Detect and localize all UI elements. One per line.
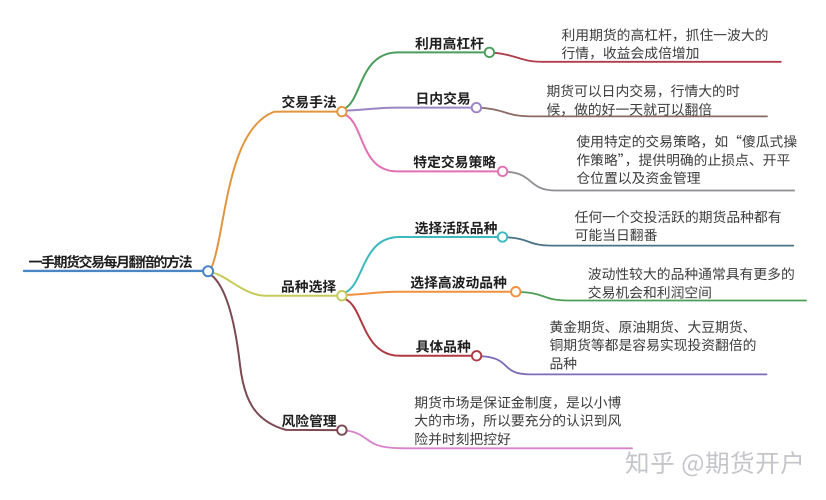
svg-text:选择活跃品种: 选择活跃品种 [415, 217, 498, 237]
svg-text:特定交易策略: 特定交易策略 [413, 151, 496, 171]
svg-text:利用高杠杆: 利用高杠杆 [415, 33, 484, 53]
svg-text:黄金期货、原油期货、大豆期货、铜期货等都是容易实现投资翻倍的: 黄金期货、原油期货、大豆期货、铜期货等都是容易实现投资翻倍的品种 [550, 316, 757, 373]
svg-text:品种选择: 品种选择 [281, 275, 336, 295]
svg-text:交易手法: 交易手法 [282, 91, 337, 111]
svg-text:日内交易: 日内交易 [416, 88, 471, 108]
svg-text:一手期货交易每月翻倍的方法: 一手期货交易每月翻倍的方法 [29, 252, 193, 272]
svg-text:使用特定的交易策略，如“傻瓜式操作策略”，提供明确的止损点、: 使用特定的交易策略，如“傻瓜式操作策略”，提供明确的止损点、开平仓位置以及资金管… [576, 131, 797, 188]
svg-text:利用期货的高杠杆，抓住一波大的行情，收益会成倍增加: 利用期货的高杠杆，抓住一波大的行情，收益会成倍增加 [562, 24, 769, 62]
svg-text:具体品种: 具体品种 [416, 336, 471, 356]
svg-text:期货市场是保证金制度，是以小博大的市场，所以要充分的认识到风: 期货市场是保证金制度，是以小博大的市场，所以要充分的认识到风险并时刻把控好 [414, 391, 621, 448]
svg-text:风险管理: 风险管理 [282, 410, 337, 430]
svg-text:选择高波动品种: 选择高波动品种 [410, 272, 507, 292]
svg-text:期货可以日内交易，行情大的时候，做的好一天就可以翻倍: 期货可以日内交易，行情大的时候，做的好一天就可以翻倍 [547, 80, 740, 118]
svg-text:波动性较大的品种通常具有更多的交易机会和利润空间: 波动性较大的品种通常具有更多的交易机会和利润空间 [588, 263, 795, 301]
svg-text:任何一个交投活跃的期货品种都有可能当日翻番: 任何一个交投活跃的期货品种都有可能当日翻番 [575, 206, 782, 244]
